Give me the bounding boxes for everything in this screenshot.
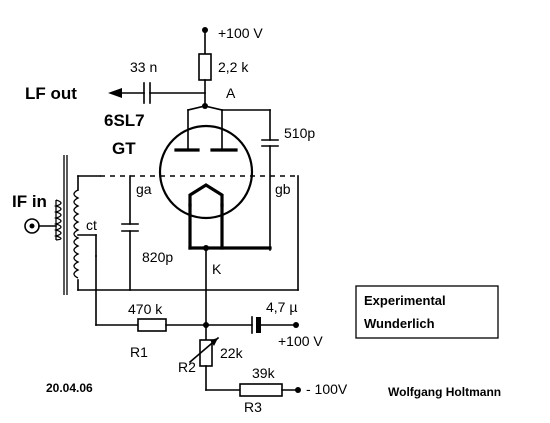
primary-coil xyxy=(53,199,62,241)
anode-supply-branch xyxy=(198,27,212,109)
box-line2: Wunderlich xyxy=(364,316,435,331)
label-c-coupling: 33 n xyxy=(130,59,157,75)
label-if-in: IF in xyxy=(12,192,47,211)
cathode-branch xyxy=(188,245,301,397)
label-supply-top: +100 V xyxy=(218,25,263,41)
label-node-a: A xyxy=(226,85,236,101)
tube-envelope xyxy=(158,124,254,220)
label-r1-value: 470 k xyxy=(128,301,163,317)
label-ct: ct xyxy=(86,217,97,233)
supply-terminal-mid xyxy=(293,322,299,328)
label-r2-value: 22k xyxy=(220,345,244,361)
label-r3-name: R3 xyxy=(244,399,262,415)
potentiometer-arrow-icon xyxy=(210,338,218,346)
label-supply-neg: - 100V xyxy=(306,381,348,397)
label-node-k: K xyxy=(212,261,222,277)
label-author: Wolfgang Holtmann xyxy=(388,385,501,399)
label-gb: gb xyxy=(275,181,291,197)
label-ga: ga xyxy=(136,181,152,197)
label-c-grid: 820p xyxy=(142,249,173,265)
tube-cathode xyxy=(188,183,224,207)
secondary-coil xyxy=(73,189,80,279)
label-r1-name: R1 xyxy=(130,344,148,360)
resistor-2k2 xyxy=(198,53,212,81)
label-c-bypass: 4,7 µ xyxy=(266,299,297,315)
lf-out-arrow-icon xyxy=(108,88,122,98)
lf-out-branch xyxy=(108,82,206,104)
label-c-feedback: 510p xyxy=(284,125,315,141)
label-supply-mid: +100 V xyxy=(278,333,323,349)
capacitor-electrolytic xyxy=(256,317,261,333)
r1-bypass-branch xyxy=(95,255,299,334)
if-transformer xyxy=(24,155,97,295)
box-frame xyxy=(355,285,499,339)
label-r-anode: 2,2 k xyxy=(218,59,249,75)
experimental-box: Experimental Wunderlich xyxy=(355,285,499,339)
grid-circuit xyxy=(77,175,299,291)
label-tube-suffix: GT xyxy=(112,139,136,158)
supply-terminal-neg xyxy=(295,387,301,393)
tube-6sl7 xyxy=(100,124,298,250)
label-tube-type: 6SL7 xyxy=(104,111,145,130)
label-r3-value: 39k xyxy=(252,365,276,381)
box-line1: Experimental xyxy=(364,293,446,308)
anode-wiring xyxy=(187,105,279,251)
resistor-r1 xyxy=(137,318,167,332)
label-lf-out: LF out xyxy=(25,84,77,103)
label-date: 20.04.06 xyxy=(46,381,93,395)
label-r2-name: R2 xyxy=(178,359,196,375)
resistor-39k xyxy=(239,383,283,397)
